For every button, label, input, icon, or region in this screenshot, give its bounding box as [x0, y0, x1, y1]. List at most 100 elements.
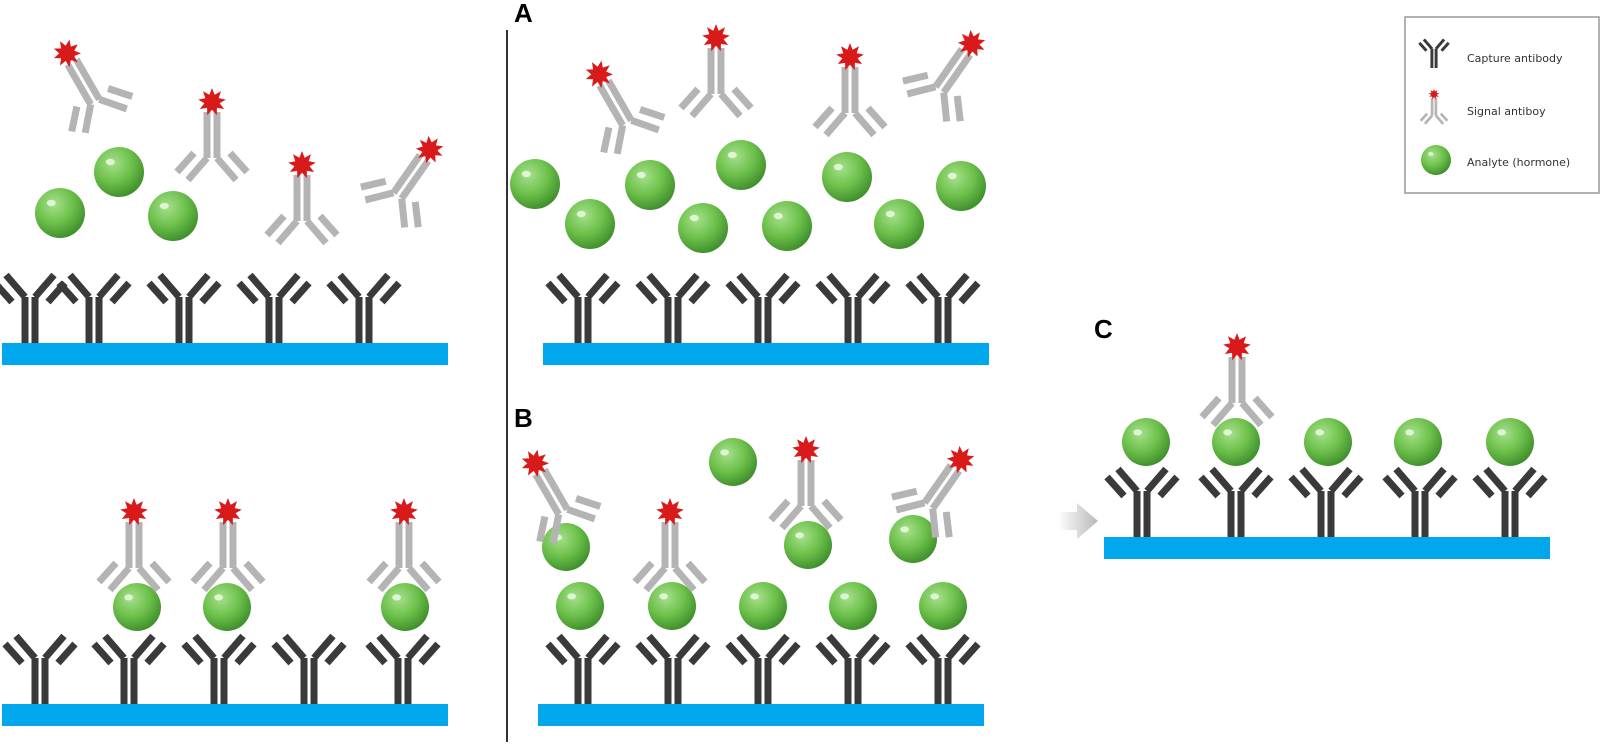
analyte-icon	[148, 191, 198, 241]
signal-label-icon	[288, 151, 316, 179]
panel-label-b: B	[514, 403, 533, 433]
capture-antibody-icon	[815, 272, 891, 343]
analyte-icon	[510, 159, 560, 209]
signal-antibody-icon	[264, 151, 340, 246]
signal-antibody-icon	[902, 29, 986, 122]
signal-antibody-icon	[190, 498, 266, 593]
capture-antibody-icon	[725, 633, 801, 704]
capture-antibody-icon	[1104, 466, 1180, 537]
signal-label-icon	[521, 449, 549, 478]
analyte-icon	[113, 583, 161, 631]
signal-label-icon	[1428, 88, 1440, 100]
capture-antibody-icon	[1418, 38, 1450, 68]
surface-bar	[543, 343, 989, 365]
signal-antibody-icon	[891, 445, 975, 538]
capture-antibody-icon	[635, 633, 711, 704]
analyte-icon	[762, 201, 812, 251]
surfaces	[2, 343, 1550, 726]
analytes	[35, 140, 1534, 631]
signal-antibody-icon	[1199, 333, 1275, 428]
signal-antibody-icon	[812, 43, 888, 138]
capture-antibody-icon	[1472, 466, 1548, 537]
legend-label-analyte: Analyte (hormone)	[1467, 156, 1570, 169]
analyte-icon	[35, 188, 85, 238]
analyte-icon	[1122, 418, 1170, 466]
analyte-icon	[1486, 418, 1534, 466]
capture-antibodies	[0, 272, 1548, 704]
signal-label-icon	[836, 43, 864, 71]
analyte-icon	[565, 199, 615, 249]
analyte-icon	[739, 582, 787, 630]
surface-bar	[1104, 537, 1550, 559]
signal-antibody-icon	[678, 24, 754, 119]
signal-label-icon	[390, 498, 418, 526]
signal-antibody-icon	[366, 498, 442, 593]
legend: Capture antibody Signal antiboy Analyte …	[1404, 16, 1600, 194]
capture-antibody-icon	[725, 272, 801, 343]
capture-antibody-icon	[91, 633, 167, 704]
capture-antibody-icon	[271, 633, 347, 704]
analyte-icon	[889, 515, 937, 563]
capture-antibody-icon	[236, 272, 312, 343]
signal-label-icon	[1223, 333, 1251, 361]
capture-antibody-icon	[365, 633, 441, 704]
analyte-icon	[919, 582, 967, 630]
analyte-icon	[648, 582, 696, 630]
signal-label-icon	[702, 24, 730, 52]
signal-label-icon	[585, 60, 613, 89]
process-arrow	[1058, 503, 1098, 539]
legend-label-signal: Signal antiboy	[1467, 105, 1546, 118]
analyte-icon	[381, 583, 429, 631]
capture-antibody-icon	[635, 272, 711, 343]
signal-antibody-icon	[585, 60, 666, 155]
analyte-icon	[874, 199, 924, 249]
capture-antibody-icon	[326, 272, 402, 343]
signal-label-icon	[53, 39, 81, 68]
signal-label-icon	[198, 88, 226, 116]
signal-antibodies	[53, 24, 1275, 593]
analyte-icon	[1304, 418, 1352, 466]
signal-antibody-icon	[1419, 88, 1449, 125]
analyte-icon	[1212, 418, 1260, 466]
surface-bar	[2, 704, 448, 726]
analyte-icon	[822, 152, 872, 202]
legend-capture-antibody-icon	[1418, 38, 1450, 68]
signal-label-icon	[214, 498, 242, 526]
capture-antibody-icon	[545, 633, 621, 704]
legend-signal-antibody-icon	[1419, 88, 1449, 125]
legend-analyte-icon	[1421, 145, 1451, 175]
capture-antibody-icon	[1198, 466, 1274, 537]
capture-antibody-icon	[0, 272, 68, 343]
capture-antibody-icon	[815, 633, 891, 704]
surface-bar	[538, 704, 984, 726]
signal-label-icon	[792, 436, 820, 464]
signal-antibody-icon	[174, 88, 250, 183]
signal-antibody-icon	[53, 39, 134, 134]
panel-label-a: A	[514, 0, 533, 28]
analyte-icon	[203, 583, 251, 631]
signal-label-icon	[957, 29, 986, 58]
signal-antibody-icon	[768, 436, 844, 531]
signal-label-icon	[120, 498, 148, 526]
signal-label-icon	[946, 445, 975, 474]
analyte-icon	[625, 160, 675, 210]
analyte-icon	[936, 161, 986, 211]
capture-antibody-icon	[1288, 466, 1364, 537]
signal-antibody-icon	[521, 449, 602, 544]
analyte-icon	[829, 582, 877, 630]
capture-antibody-icon	[2, 633, 78, 704]
analyte-icon	[94, 147, 144, 197]
capture-antibody-icon	[56, 272, 132, 343]
capture-antibody-icon	[1382, 466, 1458, 537]
surface-bar	[2, 343, 448, 365]
signal-label-icon	[415, 135, 444, 164]
capture-antibody-icon	[545, 272, 621, 343]
analyte-icon	[709, 438, 757, 486]
analyte-icon	[1421, 145, 1451, 175]
signal-antibody-icon	[360, 135, 444, 228]
analyte-icon	[678, 203, 728, 253]
capture-antibody-icon	[146, 272, 222, 343]
analyte-icon	[716, 140, 766, 190]
capture-antibody-icon	[905, 272, 981, 343]
